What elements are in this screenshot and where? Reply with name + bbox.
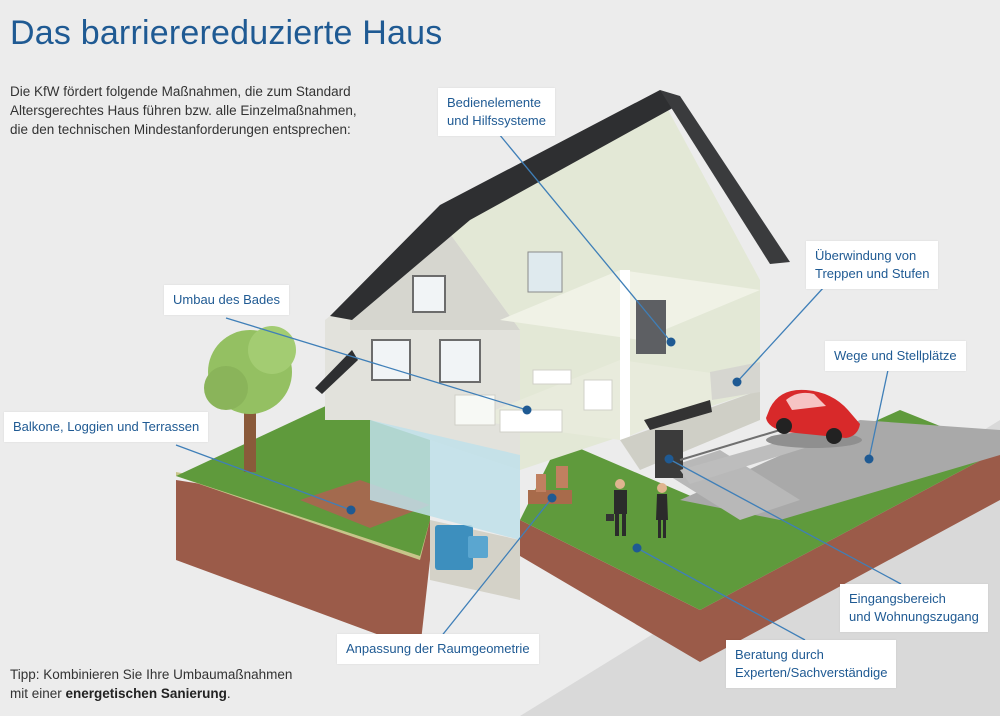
label-balkone: Balkone, Loggien und Terrassen xyxy=(4,412,209,442)
bathtub xyxy=(499,409,563,433)
water-tank-2 xyxy=(468,536,488,558)
intro-text: Die KfW fördert folgende Maßnahmen, die … xyxy=(10,82,370,139)
label-line: Anpassung der Raumgeometrie xyxy=(346,641,530,656)
control-panel xyxy=(636,300,666,354)
leader-beratung xyxy=(636,547,806,641)
woman-figure xyxy=(656,483,668,538)
label-umbau-bades: Umbau des Bades xyxy=(164,285,289,315)
dot-balkone xyxy=(346,505,356,515)
tip-prefix: mit einer xyxy=(10,686,66,701)
dot-raumgeometrie xyxy=(547,493,557,503)
leader-bedienelemente xyxy=(493,127,672,343)
dot-treppen xyxy=(732,377,742,387)
label-line: Beratung durch xyxy=(735,647,824,662)
label-treppen: Überwindung von Treppen und Stufen xyxy=(806,241,939,289)
leader-umbau-bades xyxy=(225,317,528,411)
ground-floor-glass xyxy=(370,420,520,540)
tree-trunk xyxy=(244,400,256,472)
intro-line: Altersgerechtes Haus führen bzw. alle Ei… xyxy=(10,103,357,118)
dot-wege xyxy=(864,454,874,464)
label-raumgeometrie: Anpassung der Raumgeometrie xyxy=(337,634,539,664)
label-line: Umbau des Bades xyxy=(173,292,280,307)
label-line: Treppen und Stufen xyxy=(815,266,930,281)
interior-window xyxy=(527,251,563,293)
shower xyxy=(454,394,496,426)
window-mid-center xyxy=(439,339,481,383)
window-mid-left xyxy=(371,339,411,381)
man-figure xyxy=(606,479,627,536)
car-wheel-back xyxy=(776,418,792,434)
label-line: Wege und Stellplätze xyxy=(834,348,957,363)
window-upper-left xyxy=(412,275,446,313)
dot-umbau-bades xyxy=(522,405,532,415)
water-tank xyxy=(435,525,473,570)
entrance-door xyxy=(655,430,683,478)
tip-suffix: . xyxy=(226,686,231,701)
dot-eingang xyxy=(664,454,674,464)
tip-line: Tipp: Kombinieren Sie Ihre Umbaumaßnahme… xyxy=(10,667,293,682)
label-line: Bedienelemente xyxy=(447,95,541,110)
intro-line: die den technischen Mindestanforderungen… xyxy=(10,122,351,137)
right-soil xyxy=(520,450,1000,662)
entrance-canopy xyxy=(644,400,712,430)
label-beratung: Beratung durch Experten/Sachverständige xyxy=(726,640,897,688)
label-line: Überwindung von xyxy=(815,248,917,263)
dot-beratung xyxy=(632,543,642,553)
sink xyxy=(532,369,572,385)
tip-line: mit einer energetischen Sanierung. xyxy=(10,684,292,703)
leader-raumgeometrie xyxy=(439,497,553,639)
marker-dots xyxy=(346,337,874,553)
page-title: Das barrierereduzierte Haus xyxy=(10,14,443,52)
label-eingang: Eingangsbereich und Wohnungszugang xyxy=(840,584,988,632)
toilet xyxy=(583,379,613,411)
leader-wege xyxy=(868,369,889,460)
intro-line: Die KfW fördert folgende Maßnahmen, die … xyxy=(10,84,351,99)
label-bedienelemente: Bedienelemente und Hilfssysteme xyxy=(438,88,555,136)
terrace-deck xyxy=(300,480,430,528)
dot-bedienelemente xyxy=(666,337,676,347)
label-line: Eingangsbereich xyxy=(849,591,946,606)
car-wheel-front xyxy=(826,428,842,444)
roof-main xyxy=(330,90,680,320)
tip-text: Tipp: Kombinieren Sie Ihre Umbaumaßnahme… xyxy=(10,665,292,703)
label-line: Experten/Sachverständige xyxy=(735,665,888,680)
roof-small xyxy=(315,350,358,394)
leader-eingang xyxy=(668,458,902,585)
leader-treppen xyxy=(736,286,825,383)
label-line: und Wohnungszugang xyxy=(849,609,979,624)
leader-balkone xyxy=(175,444,352,511)
roof-right xyxy=(660,90,790,264)
label-line: Balkone, Loggien und Terrassen xyxy=(13,419,200,434)
label-line: und Hilfssysteme xyxy=(447,113,546,128)
label-wege: Wege und Stellplätze xyxy=(825,341,966,371)
leader-lines xyxy=(175,127,902,641)
tip-emphasis: energetischen Sanierung xyxy=(65,686,227,701)
